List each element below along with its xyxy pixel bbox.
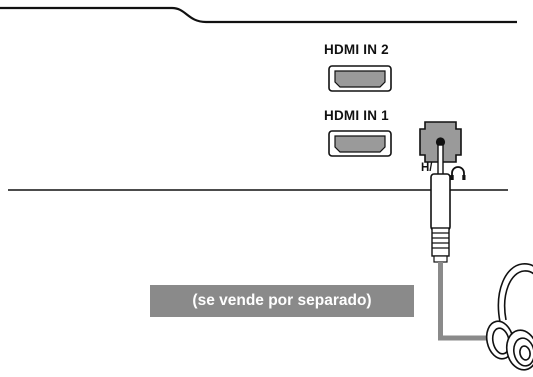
sold-separately-badge: (se vende por separado) xyxy=(150,285,414,317)
audio-cable-plug xyxy=(430,144,451,263)
hdmi-2-port xyxy=(328,65,392,92)
headphone-icon xyxy=(450,166,466,180)
hdmi-1-label: HDMI IN 1 xyxy=(324,108,389,123)
audio-cable xyxy=(438,262,492,341)
headphone-jack xyxy=(419,121,462,163)
headphones-icon xyxy=(485,263,533,371)
monitor-top-edge xyxy=(0,6,517,24)
hdmi-1-port xyxy=(328,130,392,157)
hdmi-2-label: HDMI IN 2 xyxy=(324,42,389,57)
headphone-port-label: H/ xyxy=(421,162,433,174)
